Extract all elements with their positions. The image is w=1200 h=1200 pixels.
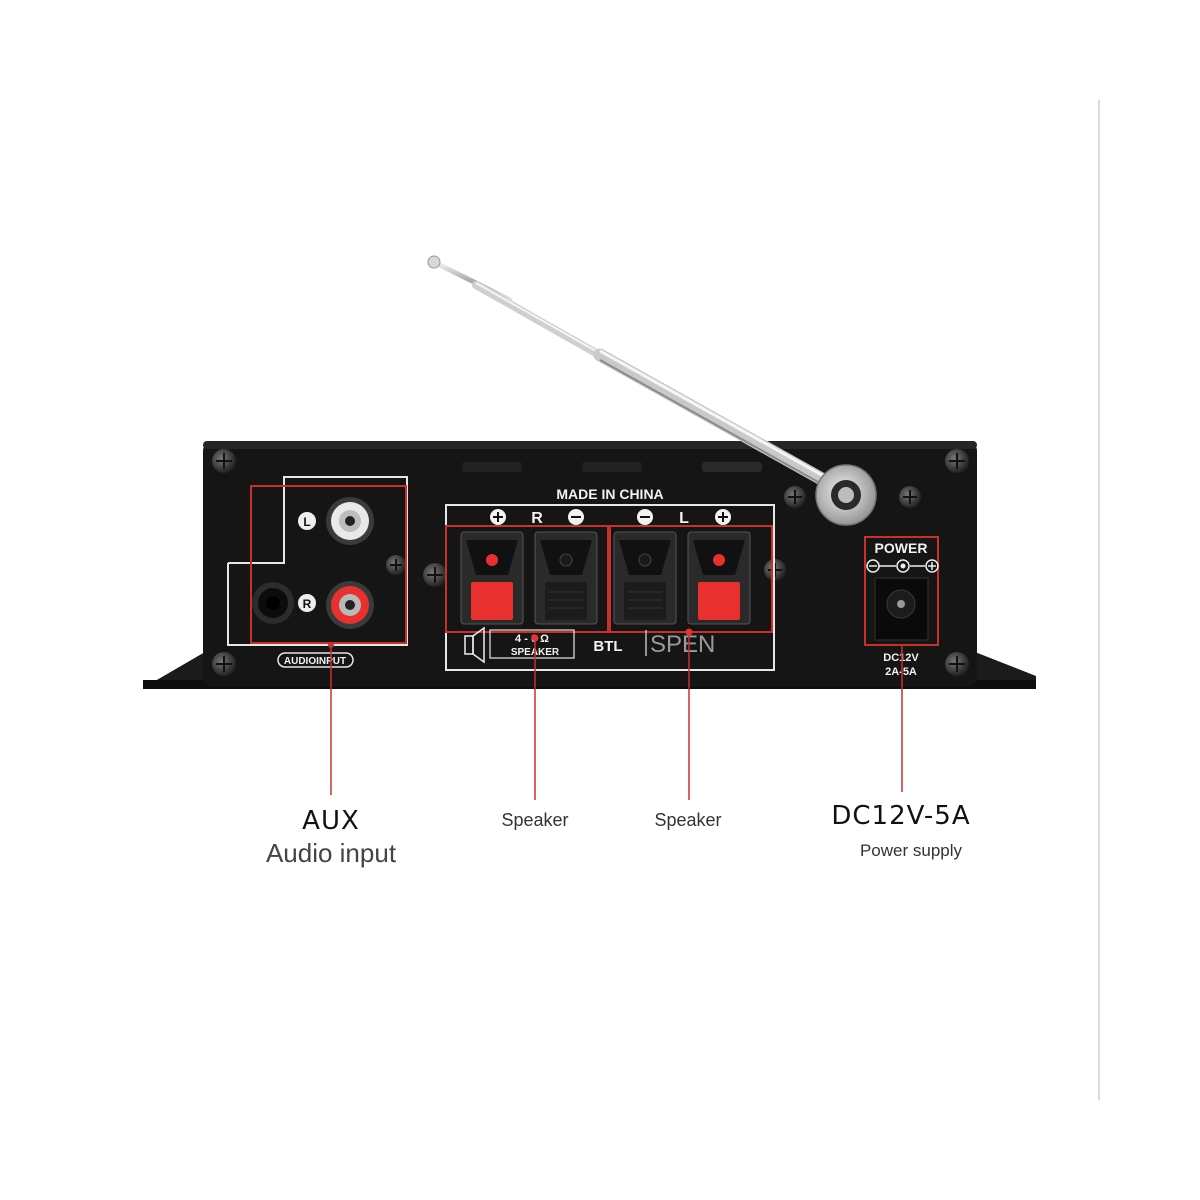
dc-power-jack[interactable] bbox=[874, 577, 929, 641]
mount-flange-left bbox=[143, 652, 205, 688]
speaker-right-caption: Speaker bbox=[501, 810, 569, 830]
screw-icon bbox=[945, 449, 969, 473]
screw-icon bbox=[899, 486, 921, 508]
power-caption-sub: Power supply bbox=[859, 841, 963, 860]
callout-speaker-right bbox=[531, 634, 539, 800]
rca-label-right-icon bbox=[298, 594, 316, 612]
minus-icon bbox=[568, 509, 584, 525]
aux-caption-sub: Audio input bbox=[265, 838, 397, 868]
vent-slot bbox=[702, 462, 762, 472]
speaker-terminal-right-plus[interactable] bbox=[460, 531, 524, 625]
screw-icon bbox=[423, 563, 447, 587]
dc-rating-line2: 2A-5A bbox=[885, 666, 917, 678]
left-channel-label: L bbox=[679, 510, 689, 527]
audio-input-badge-text: AUDIOINPUT bbox=[284, 656, 346, 667]
antenna[interactable] bbox=[427, 255, 852, 499]
screw-icon bbox=[386, 555, 406, 575]
aux-caption-title: AUX bbox=[302, 806, 360, 836]
aux-jack[interactable] bbox=[252, 582, 294, 624]
audio-input-badge bbox=[277, 652, 354, 668]
plus-icon bbox=[490, 509, 506, 525]
rca-label-right: R bbox=[303, 597, 312, 611]
speaker-terminal-left-minus[interactable] bbox=[613, 531, 677, 625]
speaker-terminal-left-plus[interactable] bbox=[687, 531, 751, 625]
aux-outline bbox=[227, 476, 408, 646]
vent-slot bbox=[582, 462, 642, 472]
mount-flange-right bbox=[975, 652, 1036, 688]
aux-highlight-box bbox=[250, 485, 407, 644]
callout-speaker-left bbox=[685, 628, 693, 800]
screw-icon bbox=[212, 449, 236, 473]
screw-icon bbox=[212, 652, 236, 676]
callout-aux bbox=[328, 642, 334, 795]
screw-icon bbox=[945, 652, 969, 676]
right-channel-label: R bbox=[531, 510, 543, 527]
plus-icon bbox=[715, 509, 731, 525]
rca-label-left-icon bbox=[298, 512, 316, 530]
impedance-box bbox=[489, 629, 575, 659]
speaker-right-highlight bbox=[445, 525, 609, 633]
speaker-icon bbox=[464, 626, 485, 664]
speaker-left-caption: Speaker bbox=[654, 810, 722, 830]
speaker-terminal-right-minus[interactable] bbox=[534, 531, 598, 625]
vent-slot bbox=[462, 462, 522, 472]
rca-label-left: L bbox=[303, 515, 310, 529]
power-label: POWER bbox=[875, 540, 928, 556]
minus-icon bbox=[637, 509, 653, 525]
brand-logo-text: SPEN bbox=[650, 631, 715, 658]
rca-jack-right[interactable] bbox=[326, 581, 374, 629]
made-in-label: MADE IN CHINA bbox=[556, 486, 663, 502]
power-caption-title: DC12V-5A bbox=[831, 801, 971, 831]
screw-icon bbox=[784, 486, 806, 508]
rca-jack-left[interactable] bbox=[326, 497, 374, 545]
btl-label: BTL bbox=[593, 638, 622, 655]
antenna-base-knob bbox=[815, 464, 877, 526]
panel-top-edge bbox=[203, 441, 977, 449]
dc-polarity-icon bbox=[866, 559, 939, 573]
